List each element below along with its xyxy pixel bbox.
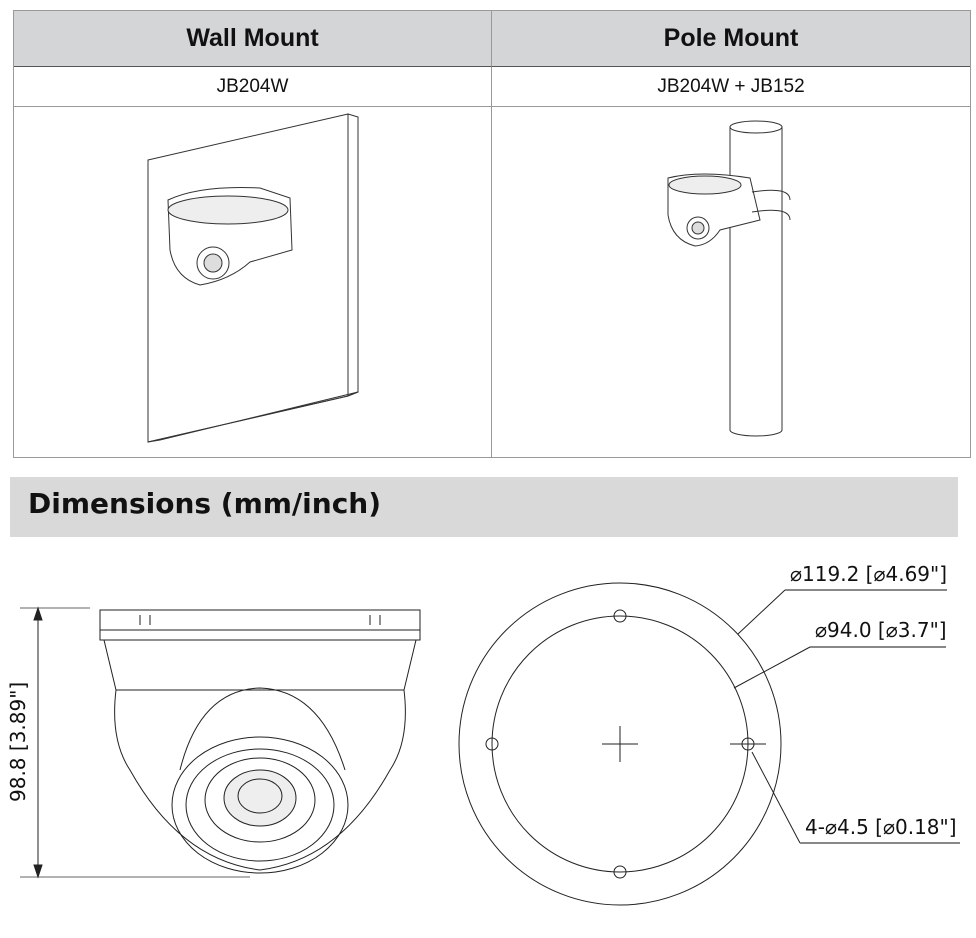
dimensions-title: Dimensions (mm/inch) bbox=[28, 487, 382, 520]
pole-mount-model: JB204W + JB152 bbox=[492, 67, 970, 107]
camera-side-view bbox=[20, 606, 421, 879]
pole-mount-drawing bbox=[667, 120, 791, 437]
wall-mount-image bbox=[14, 107, 492, 458]
mounting-holes-label: 4-⌀4.5 [⌀0.18"] bbox=[805, 815, 957, 839]
mount-table: Wall Mount Pole Mount JB204W JB204W + JB… bbox=[13, 10, 971, 458]
dimensions-section-header: Dimensions (mm/inch) bbox=[10, 477, 958, 537]
inner-diameter-label: ⌀94.0 [⌀3.7"] bbox=[815, 618, 947, 642]
pole-mount-header: Pole Mount bbox=[492, 11, 970, 67]
camera-top-view bbox=[458, 582, 960, 906]
wall-mount-model: JB204W bbox=[14, 67, 492, 107]
wall-mount-header: Wall Mount bbox=[14, 11, 492, 67]
height-dimension-label: 98.8 [3.89"] bbox=[6, 681, 30, 802]
wall-mount-drawing bbox=[147, 113, 359, 443]
outer-diameter-label: ⌀119.2 [⌀4.69"] bbox=[790, 562, 948, 586]
